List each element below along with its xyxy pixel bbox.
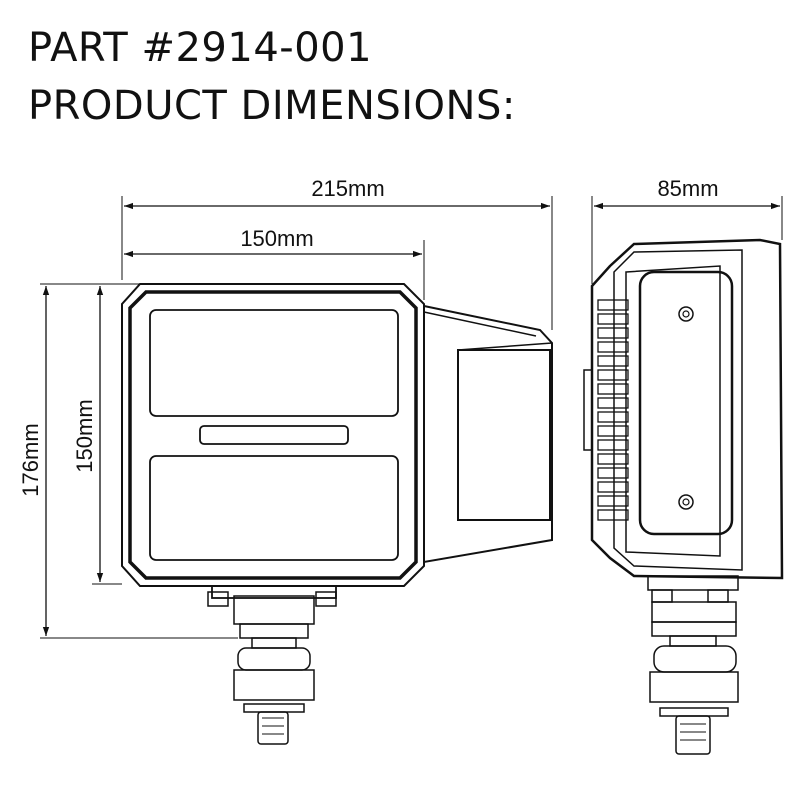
- dim-label-overall-height: 176mm: [18, 423, 43, 496]
- lamp-outer-frame: [121, 283, 425, 587]
- front-view: [121, 283, 553, 745]
- cooling-fins: [597, 299, 629, 521]
- led-strip: [199, 425, 349, 445]
- dimension-lines: 215mm 150mm 85mm 176mm 150mm: [18, 176, 783, 639]
- title-part-number: PART #2914-001: [28, 25, 373, 71]
- upper-lens: [149, 309, 399, 417]
- lamp-inner-frame: [128, 290, 418, 580]
- dim-label-depth: 85mm: [657, 176, 718, 201]
- side-view: [583, 238, 784, 755]
- lower-lens: [149, 455, 399, 561]
- title-product-dimensions: PRODUCT DIMENSIONS:: [28, 83, 516, 129]
- dim-label-overall-width: 215mm: [311, 176, 384, 201]
- mount-bolt: [257, 711, 289, 745]
- side-screw-top: [678, 306, 694, 322]
- front-rear-box: [457, 349, 551, 521]
- dim-label-lens-height: 150mm: [72, 399, 97, 472]
- side-housing-outline: [590, 238, 784, 580]
- side-mount-bolt: [675, 715, 711, 755]
- side-screw-bottom: [678, 494, 694, 510]
- side-mount-plate: [638, 270, 734, 536]
- dim-label-lens-width: 150mm: [240, 226, 313, 251]
